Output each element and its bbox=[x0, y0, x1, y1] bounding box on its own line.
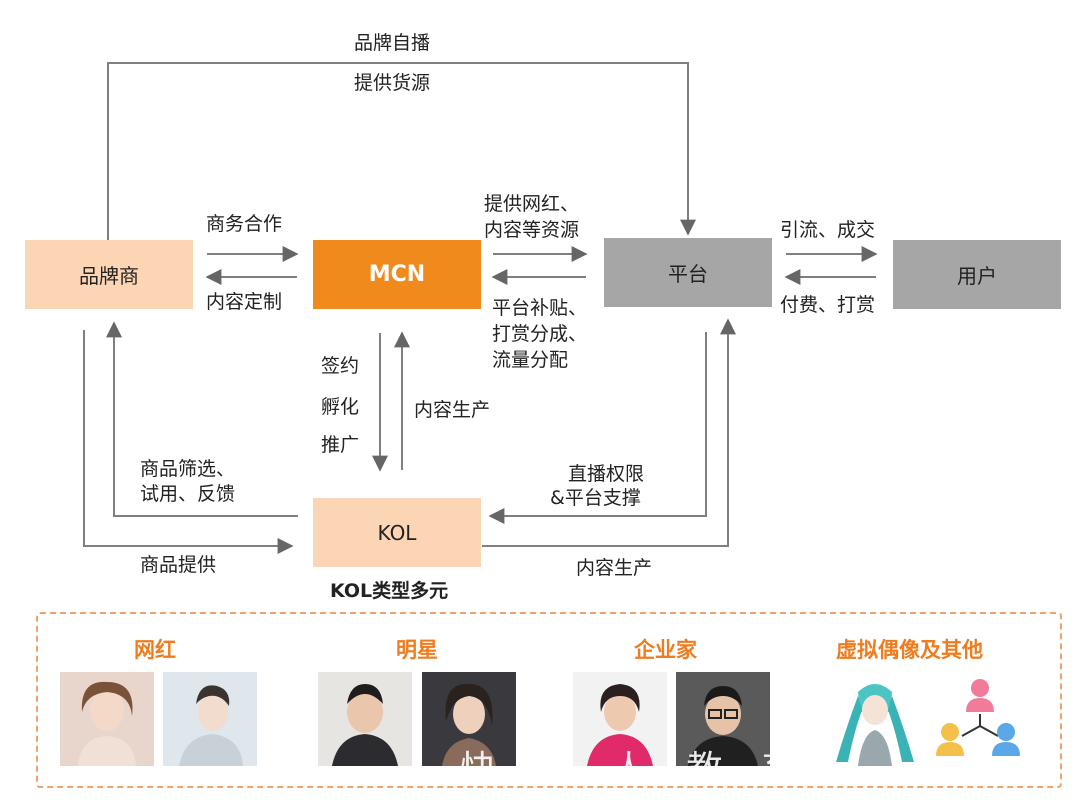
label-supply-goods: 提供货源 bbox=[354, 72, 431, 94]
celebrity-photo-2 bbox=[422, 672, 516, 766]
label-incubate: 孵化 bbox=[321, 396, 360, 418]
label-business-coop: 商务合作 bbox=[206, 213, 283, 235]
label-goods-select-2: 试用、反馈 bbox=[140, 483, 236, 505]
label-subsidy-2: 打赏分成、 bbox=[492, 323, 588, 345]
influencer-photo-2 bbox=[163, 672, 257, 766]
label-brand-self-live: 品牌自播 bbox=[354, 32, 431, 54]
kol-category-panel bbox=[36, 612, 1062, 788]
label-goods-supply: 商品提供 bbox=[140, 554, 217, 576]
node-kol: KOL bbox=[313, 498, 481, 567]
kol-types-heading: KOL类型多元 bbox=[330, 580, 449, 602]
label-provide-influencer-1: 提供网红、 bbox=[484, 193, 580, 215]
people-group-icon bbox=[930, 672, 1024, 766]
entrepreneur-photo-2 bbox=[676, 672, 770, 766]
category-title-virtual-idol: 虚拟偶像及其他 bbox=[836, 638, 983, 662]
arrow-platform-to-kol bbox=[488, 332, 707, 524]
node-brand: 品牌商 bbox=[25, 240, 193, 309]
influencer-photo-1 bbox=[60, 672, 154, 766]
label-traffic-deal: 引流、成交 bbox=[780, 219, 876, 241]
category-title-influencer: 网红 bbox=[134, 638, 176, 662]
watermark-text: 快 号 人 教 育 ... bbox=[460, 749, 914, 790]
label-content-produce-platform: 内容生产 bbox=[576, 557, 653, 579]
arrow-brand-to-platform-top bbox=[107, 62, 696, 240]
label-live-rights-2: &平台支撑 bbox=[550, 487, 641, 509]
virtual-idol-photo bbox=[828, 672, 922, 766]
entrepreneur-photo-1 bbox=[573, 672, 667, 766]
arrow-brand-to-kol bbox=[83, 330, 294, 554]
label-content-produce-mcn: 内容生产 bbox=[414, 399, 491, 421]
label-promote: 推广 bbox=[321, 434, 360, 456]
node-mcn: MCN bbox=[313, 240, 481, 309]
category-title-celebrity: 明星 bbox=[396, 638, 438, 662]
label-pay-tip: 付费、打赏 bbox=[780, 294, 876, 316]
node-user: 用户 bbox=[893, 240, 1061, 309]
node-platform: 平台 bbox=[604, 238, 772, 307]
label-subsidy-3: 流量分配 bbox=[492, 349, 569, 371]
label-goods-select-1: 商品筛选、 bbox=[140, 458, 236, 480]
arrow-kol-to-brand bbox=[106, 321, 298, 517]
arrow-kol-to-platform bbox=[482, 318, 736, 547]
label-content-custom: 内容定制 bbox=[206, 291, 283, 313]
label-sign: 签约 bbox=[321, 355, 360, 377]
label-provide-influencer-2: 内容等资源 bbox=[484, 219, 580, 241]
celebrity-photo-1 bbox=[318, 672, 412, 766]
category-title-entrepreneur: 企业家 bbox=[634, 638, 697, 662]
label-subsidy-1: 平台补贴、 bbox=[492, 297, 588, 319]
label-live-rights-1: 直播权限 bbox=[568, 463, 645, 485]
